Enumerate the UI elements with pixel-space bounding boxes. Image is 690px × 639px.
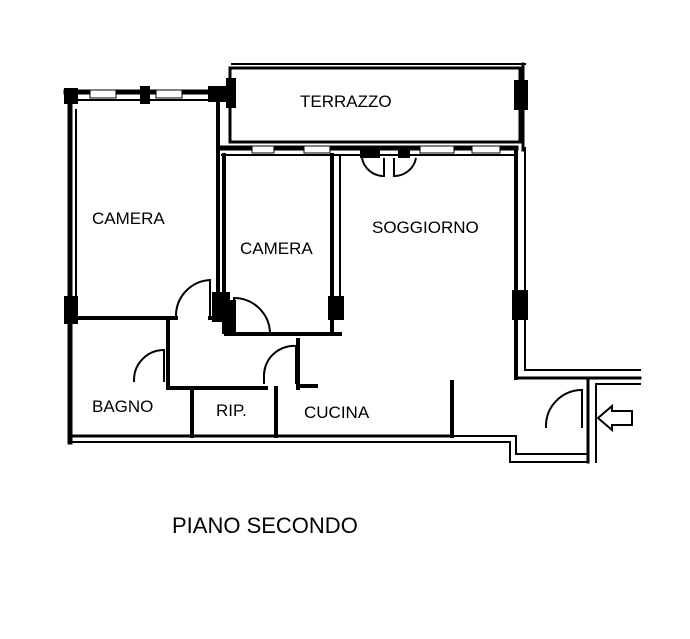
entrance-arrow <box>596 403 633 433</box>
room-label-camera-left: CAMERA <box>92 209 165 228</box>
room-label-bagno: BAGNO <box>92 397 153 416</box>
room-label-rip: RIP. <box>216 401 247 420</box>
room-label-cucina: CUCINA <box>304 403 370 422</box>
walls <box>63 62 642 464</box>
doors <box>133 157 583 428</box>
wall-posts <box>64 78 528 336</box>
room-label-terrazzo: TERRAZZO <box>300 92 392 111</box>
room-label-camera-center: CAMERA <box>240 239 313 258</box>
room-label-soggiorno: SOGGIORNO <box>372 218 479 237</box>
plan-caption: PIANO SECONDO <box>172 513 358 538</box>
window-openings <box>89 89 501 154</box>
